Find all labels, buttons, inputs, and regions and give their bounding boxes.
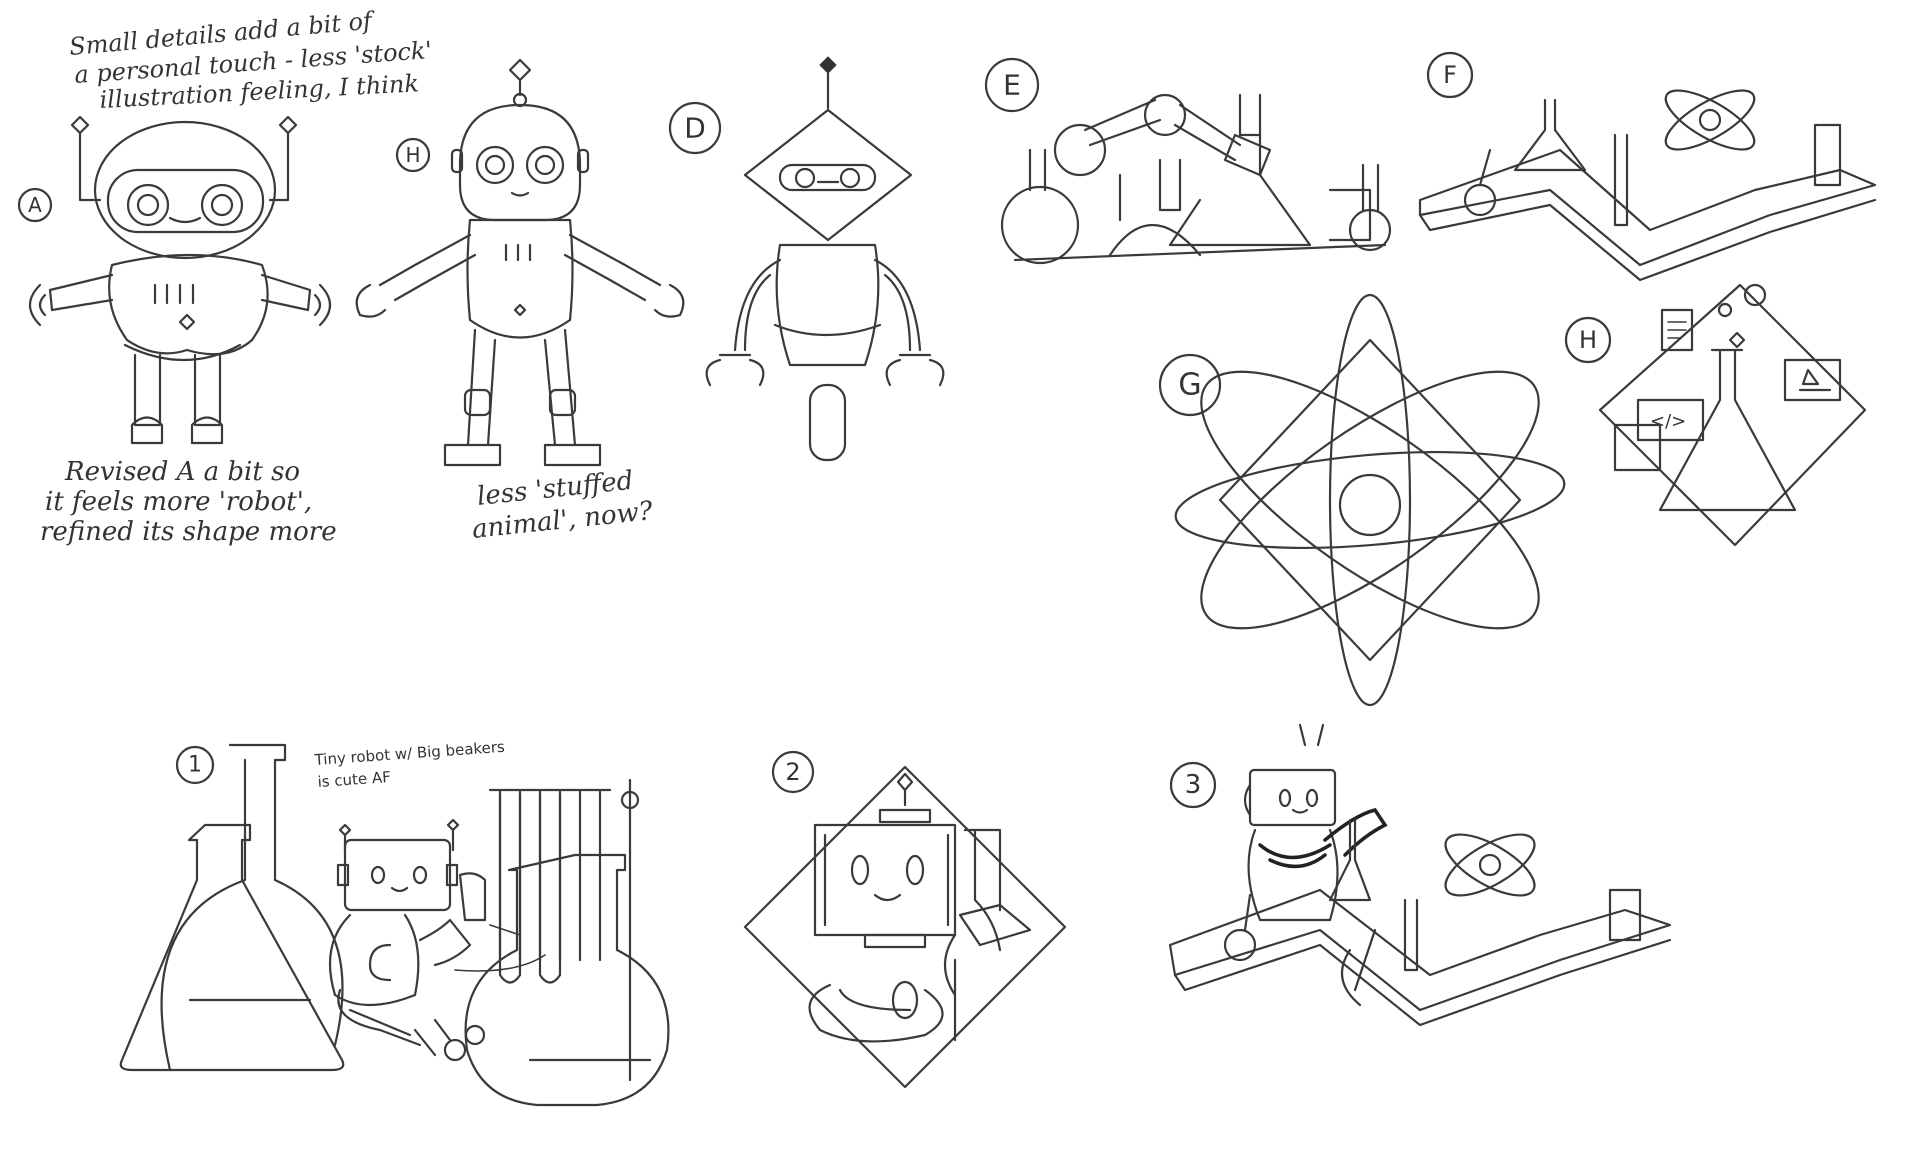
note-line: is cute AF <box>317 768 391 791</box>
label-circle <box>17 187 53 223</box>
scene-g-atom: G <box>1158 293 1566 707</box>
scene-3-robot-lab-path: 3 <box>1168 723 1672 1027</box>
label-3: 3 <box>1185 770 1202 800</box>
label-2: 2 <box>785 758 800 786</box>
note-line: Tiny robot w/ Big beakers <box>313 738 505 769</box>
label-h: H <box>405 143 420 167</box>
label-e: E <box>1003 69 1021 102</box>
note-line: Revised A a bit so <box>64 457 300 487</box>
note-stuffed: less 'stuffed animal', now? <box>471 466 655 545</box>
code-icon: </> <box>1650 411 1686 432</box>
scene-e-robot-arm: E <box>984 57 1392 265</box>
label-f: F <box>1443 61 1457 89</box>
note-personal-touch: Small details add a bit of a personal to… <box>68 6 433 114</box>
robot-d-sketch: D <box>668 56 945 462</box>
scene-f-lab-path: F <box>1418 51 1877 282</box>
label-1: 1 <box>188 753 202 778</box>
note-revised: Revised A a bit so it feels more 'robot'… <box>40 457 337 547</box>
note-line: refined its shape more <box>40 517 337 547</box>
scene-1-tiny-robot: 1 Tiny robot w/ Big beakers is cute AF <box>119 738 670 1107</box>
robot-a-sketch: A <box>17 115 332 445</box>
label-h-flask: H <box>1579 326 1597 354</box>
label-d: D <box>684 112 706 145</box>
scene-2-robot-diamond: 2 <box>743 750 1067 1089</box>
label-g: G <box>1178 368 1201 403</box>
robot-h-sketch: H <box>355 58 685 467</box>
label-a: A <box>28 193 42 217</box>
scene-h-flask-diamond: H </> <box>1564 283 1867 547</box>
note-line: it feels more 'robot', <box>45 487 312 517</box>
